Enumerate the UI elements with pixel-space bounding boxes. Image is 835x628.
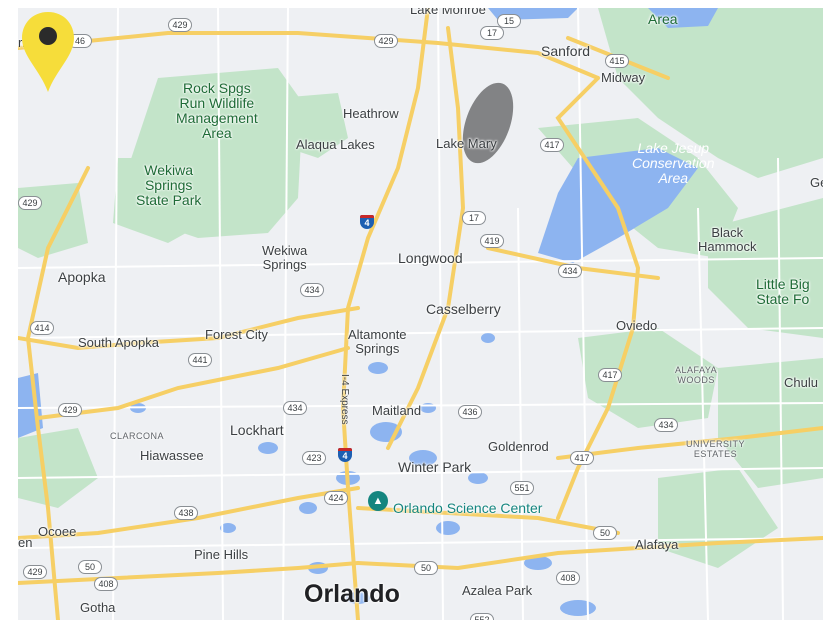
route-shield: 417 (540, 138, 564, 152)
route-shield: 429 (168, 18, 192, 32)
highways (18, 8, 823, 620)
water-label: Lake Jesup Conservation Area (632, 140, 715, 186)
place-label: CLARCONA (110, 431, 165, 441)
express-lane-label: I-4 Express (339, 374, 350, 425)
place-label: Oviedo (616, 318, 658, 333)
place-label: Winter Park (398, 459, 472, 475)
place-label: Midway (601, 70, 646, 85)
interstate-shield: 4 (360, 215, 374, 229)
place-label: Wekiwa Springs (262, 243, 308, 272)
route-shield: 434 (654, 418, 678, 432)
route-shield: 408 (94, 577, 118, 591)
route-shield: 429 (23, 565, 47, 579)
place-label: Maitland (372, 403, 422, 418)
place-label: UNIVERSITY ESTATES (686, 439, 746, 459)
map-canvas (18, 8, 823, 620)
location-pin-icon[interactable] (18, 8, 78, 98)
place-label: Lake Mary (436, 136, 497, 151)
park-label: Rock Spgs Run Wildlife Management Area (176, 80, 258, 141)
route-shield: 436 (458, 405, 482, 419)
route-shield: 17 (462, 211, 486, 225)
museum-icon[interactable]: ▲ (368, 491, 388, 511)
city-label-orlando: Orlando (304, 580, 400, 608)
route-shield: 424 (324, 491, 348, 505)
place-label: ALAFAYA WOODS (675, 365, 718, 385)
place-label: Gotha (80, 600, 116, 615)
route-shield: 434 (300, 283, 324, 297)
place-label: Ocoee (38, 524, 77, 539)
route-shield: 50 (78, 560, 102, 574)
route-shield: 551 (510, 481, 534, 495)
place-label: Casselberry (426, 301, 501, 317)
route-shield: 417 (598, 368, 622, 382)
marker-shadow (462, 82, 514, 164)
route-shield: 429 (374, 34, 398, 48)
place-label: Chulu (784, 375, 818, 390)
route-shield: 50 (593, 526, 617, 540)
route-shield: 17 (480, 26, 504, 40)
park-label: Area (648, 11, 678, 27)
route-shield: 419 (480, 234, 504, 248)
place-label: Ge (810, 175, 823, 190)
place-label: Lake Monroe (410, 8, 486, 17)
place-label: South Apopka (78, 335, 159, 350)
route-shield: 415 (605, 54, 629, 68)
route-shield: 434 (558, 264, 582, 278)
place-label: Heathrow (343, 106, 399, 121)
place-label: Altamonte Springs (348, 327, 407, 356)
route-shield: 408 (556, 571, 580, 585)
route-shield: 50 (414, 561, 438, 575)
place-label: Alafaya (635, 537, 679, 552)
route-shield: 423 (302, 451, 326, 465)
place-label: Lockhart (230, 422, 284, 438)
park-label: Little Big State Fo (756, 276, 810, 307)
map-viewport[interactable]: Rock Spgs Run Wildlife Management Area W… (18, 8, 823, 620)
route-shield: 417 (570, 451, 594, 465)
place-label: Apopka (58, 269, 106, 285)
interstate-shield: 4 (338, 448, 352, 462)
route-shield: 434 (283, 401, 307, 415)
place-label: Alaqua Lakes (296, 137, 375, 152)
poi-label[interactable]: Orlando Science Center (393, 500, 543, 516)
route-shield: 414 (30, 321, 54, 335)
local-roads (18, 8, 823, 620)
place-label: Black Hammock (698, 225, 757, 254)
place-label: Pine Hills (194, 547, 249, 562)
route-shield: 429 (18, 196, 42, 210)
place-label: Sanford (541, 43, 591, 59)
place-label: Goldenrod (488, 439, 549, 454)
place-label: Longwood (398, 250, 463, 266)
route-shield: 15 (497, 14, 521, 28)
park-label: Wekiwa Springs State Park (136, 162, 202, 208)
place-label: Hiawassee (140, 448, 204, 463)
route-shield: 429 (58, 403, 82, 417)
route-shield: 438 (174, 506, 198, 520)
route-shield: 552 (470, 613, 494, 620)
place-label: Azalea Park (462, 583, 533, 598)
place-label: en (18, 535, 33, 550)
place-label: Forest City (205, 327, 268, 342)
route-shield: 441 (188, 353, 212, 367)
